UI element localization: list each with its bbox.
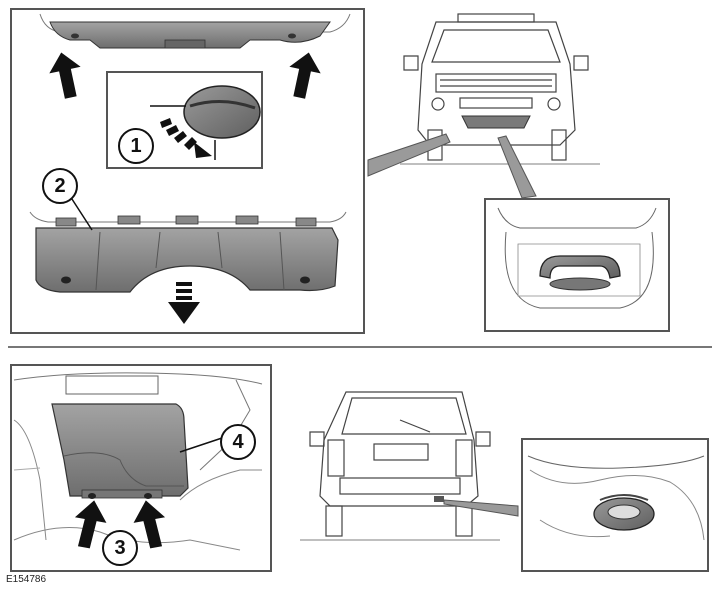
arrow-up-rear-right (133, 500, 166, 549)
undertray-installed (39, 13, 351, 49)
figure-reference: E154786 (6, 574, 47, 585)
front-undertray-location (461, 115, 531, 129)
rear-towing-eye (527, 455, 705, 541)
arrow-up-right (289, 52, 321, 99)
callout-4: 4 (220, 424, 256, 460)
callout-1: 1 (118, 128, 154, 164)
rear-view-pointer (443, 499, 519, 517)
leader-line-2 (69, 195, 93, 231)
leader-line-4 (179, 437, 223, 453)
vehicle-rear-view (300, 391, 500, 541)
quarter-turn-fastener (150, 85, 261, 160)
arrow-up-rear-left (74, 500, 107, 549)
rear-towing-cover (51, 403, 189, 499)
rear-towing-eye-location (434, 496, 444, 502)
callout-3: 3 (102, 530, 138, 566)
front-towing-eye (497, 207, 657, 309)
vehicle-front-view (400, 13, 600, 165)
front-view-pointers (367, 133, 537, 199)
arrow-down (168, 282, 200, 324)
callout-2: 2 (42, 168, 78, 204)
undertray-lowered (29, 211, 347, 293)
arrow-up-left (49, 52, 81, 99)
rotation-arrow (160, 118, 212, 158)
section-divider (8, 346, 712, 348)
